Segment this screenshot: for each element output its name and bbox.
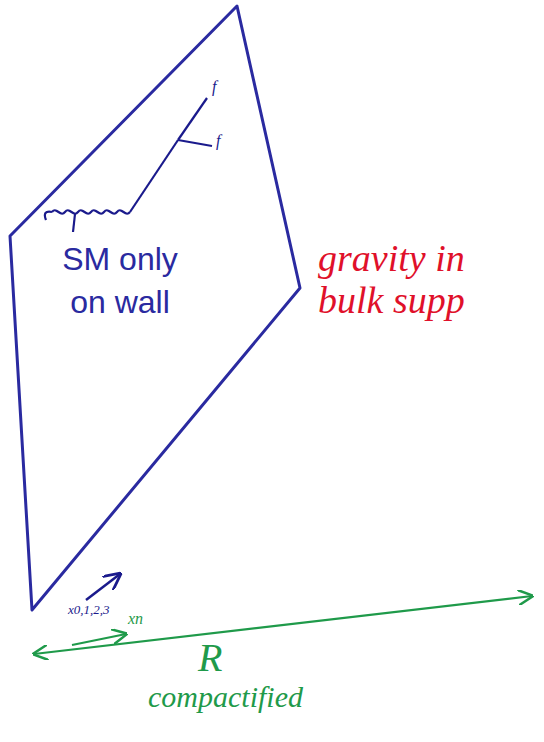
note-label: compactified (148, 680, 303, 713)
compact-dimension-arrow (34, 596, 532, 654)
wall-parallelogram (10, 6, 300, 610)
wall-text: SM only on wall (62, 238, 178, 324)
note-label: gravity in bulk supp (318, 238, 528, 322)
wall-label-box: SM only on wall (62, 238, 178, 324)
feynman-diagram (45, 98, 212, 232)
particle-label: f (212, 78, 216, 96)
particle-label: f (216, 132, 220, 150)
radius-label: R (198, 636, 222, 680)
coordinate-label: x0,1,2,3 (68, 603, 110, 617)
coordinate-label: xn (128, 610, 143, 628)
coordinate-arrow (86, 574, 120, 600)
